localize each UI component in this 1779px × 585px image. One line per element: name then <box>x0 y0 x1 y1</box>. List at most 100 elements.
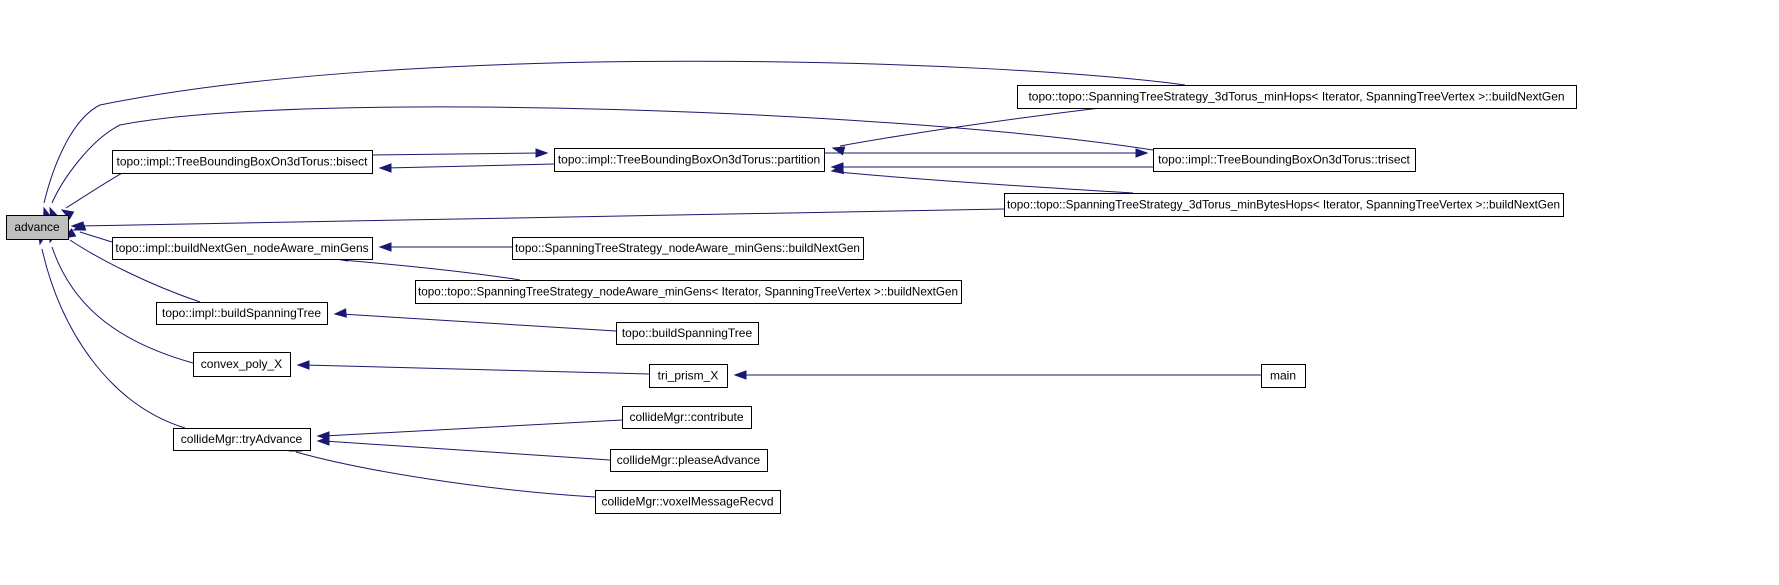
node-box <box>1004 193 1564 217</box>
arrowhead <box>830 164 845 175</box>
edge-tbb-partition-to-tbb-bisect <box>378 163 555 173</box>
edge-sts-minbyteshops-to-advance <box>70 208 1005 231</box>
node-box <box>512 237 864 260</box>
edge-line <box>77 208 1005 227</box>
node-box <box>156 302 328 325</box>
edge-impl-bng-nodeaware-to-advance <box>72 221 113 243</box>
edge-line <box>43 60 1186 204</box>
node-box <box>1153 148 1416 172</box>
node-label: tri_prism_X <box>658 369 719 383</box>
node-sts-minhops[interactable]: topo::topo::SpanningTreeStrategy_3dTorus… <box>1017 85 1577 109</box>
edge-collide-tryadvance-to-advance <box>37 231 186 429</box>
node-advance[interactable]: advance <box>6 215 69 240</box>
edge-main-to-tri-prism <box>733 370 1261 380</box>
node-box <box>173 428 311 451</box>
edge-line <box>371 152 542 156</box>
node-label: convex_poly_X <box>201 357 282 371</box>
node-label: topo::topo::SpanningTreeStrategy_3dTorus… <box>1028 90 1564 104</box>
arrowhead <box>72 221 87 231</box>
node-impl-buildspanningtree[interactable]: topo::impl::buildSpanningTree <box>156 302 328 325</box>
arrowhead <box>535 148 549 158</box>
edge-line <box>839 107 1101 147</box>
node-label: topo::buildSpanningTree <box>622 326 753 340</box>
node-box <box>649 364 728 388</box>
node-box <box>610 449 768 472</box>
edge-sts-minhops-to-tbb-partition <box>831 107 1101 156</box>
node-label: topo::topo::SpanningTreeStrategy_3dTorus… <box>1007 198 1560 212</box>
node-label: main <box>1270 369 1296 383</box>
edge-tbb-partition-to-tbb-trisect <box>824 148 1149 158</box>
arrowhead <box>831 146 846 156</box>
node-collide-tryadvance[interactable]: collideMgr::tryAdvance <box>173 428 311 451</box>
node-buildspanningtree[interactable]: topo::buildSpanningTree <box>616 322 759 345</box>
node-box <box>616 322 759 345</box>
edge-line <box>385 163 555 169</box>
nodes-layer: advance topo::impl::TreeBoundingBoxOn3dTo… <box>6 85 1577 514</box>
node-label: topo::impl::TreeBoundingBoxOn3dTorus::bi… <box>116 155 368 169</box>
node-label: topo::impl::TreeBoundingBoxOn3dTorus::tr… <box>1158 153 1410 167</box>
edge-line <box>323 440 611 461</box>
node-tri-prism[interactable]: tri_prism_X <box>649 364 728 388</box>
node-box <box>1261 364 1306 388</box>
node-label: topo::impl::TreeBoundingBoxOn3dTorus::pa… <box>558 153 820 167</box>
node-label: collideMgr::voxelMessageRecvd <box>601 495 773 509</box>
edge-collide-contribute-to-collide-tryadvance <box>316 419 623 441</box>
node-sts-minbyteshops[interactable]: topo::topo::SpanningTreeStrategy_3dTorus… <box>1004 193 1564 217</box>
node-main[interactable]: main <box>1261 364 1306 388</box>
node-convex-poly[interactable]: convex_poly_X <box>193 352 291 377</box>
node-label: collideMgr::pleaseAdvance <box>617 453 761 467</box>
arrowhead <box>316 436 330 446</box>
node-box <box>1017 85 1577 109</box>
node-box <box>554 148 825 172</box>
edge-line <box>51 246 194 364</box>
node-impl-bng-nodeaware[interactable]: topo::impl::buildNextGen_nodeAware_minGe… <box>112 237 373 260</box>
arrowhead <box>378 242 392 252</box>
node-box <box>6 215 69 240</box>
node-box <box>415 280 962 304</box>
edge-line <box>303 364 650 375</box>
edge-collide-voxel-to-collide-tryadvance <box>288 442 596 498</box>
edge-buildspanningtree-to-impl-buildspanningtree <box>333 308 617 332</box>
node-sts-nodeaware-tmpl[interactable]: topo::topo::SpanningTreeStrategy_nodeAwa… <box>415 280 962 304</box>
node-collide-voxel[interactable]: collideMgr::voxelMessageRecvd <box>595 490 781 514</box>
edge-sts-minbyteshops-to-tbb-partition <box>830 164 1134 194</box>
node-label: topo::topo::SpanningTreeStrategy_nodeAwa… <box>418 285 958 299</box>
edge-tbb-bisect-to-tbb-partition <box>371 148 549 158</box>
arrowhead <box>733 370 747 380</box>
arrowhead <box>60 209 75 220</box>
edge-line <box>41 248 186 429</box>
node-box <box>112 150 373 174</box>
node-box <box>193 352 291 377</box>
edge-line <box>69 239 201 303</box>
arrowhead <box>333 308 347 318</box>
edge-collide-pleaseadvance-to-collide-tryadvance <box>316 436 611 461</box>
edge-line <box>837 171 1134 194</box>
node-tbb-partition[interactable]: topo::impl::TreeBoundingBoxOn3dTorus::pa… <box>554 148 825 172</box>
arrowhead <box>378 163 392 173</box>
node-label: collideMgr::tryAdvance <box>181 432 303 446</box>
node-box <box>622 406 752 429</box>
edge-tbb-trisect-to-tbb-partition <box>830 162 1153 172</box>
node-label: topo::impl::buildSpanningTree <box>162 306 321 320</box>
edge-line <box>341 259 521 281</box>
node-box <box>112 237 373 260</box>
node-tbb-trisect[interactable]: topo::impl::TreeBoundingBoxOn3dTorus::tr… <box>1153 148 1416 172</box>
arrowhead <box>296 360 310 370</box>
edge-sts-nodeaware-to-impl-bng-nodeaware <box>378 242 512 252</box>
edge-line <box>323 419 623 437</box>
node-collide-pleaseadvance[interactable]: collideMgr::pleaseAdvance <box>610 449 768 472</box>
arrowhead <box>1135 148 1149 158</box>
edge-line <box>79 231 113 243</box>
node-label: advance <box>14 220 60 234</box>
node-label: topo::SpanningTreeStrategy_nodeAware_min… <box>515 241 860 255</box>
node-label: collideMgr::contribute <box>629 410 743 424</box>
edge-tri-prism-to-convex-poly <box>296 360 650 375</box>
node-sts-nodeaware[interactable]: topo::SpanningTreeStrategy_nodeAware_min… <box>512 237 864 260</box>
node-label: topo::impl::buildNextGen_nodeAware_minGe… <box>115 241 368 255</box>
node-tbb-bisect[interactable]: topo::impl::TreeBoundingBoxOn3dTorus::bi… <box>112 150 373 174</box>
edge-line <box>340 313 617 332</box>
node-box <box>595 490 781 514</box>
node-collide-contribute[interactable]: collideMgr::contribute <box>622 406 752 429</box>
edge-line <box>295 451 596 498</box>
